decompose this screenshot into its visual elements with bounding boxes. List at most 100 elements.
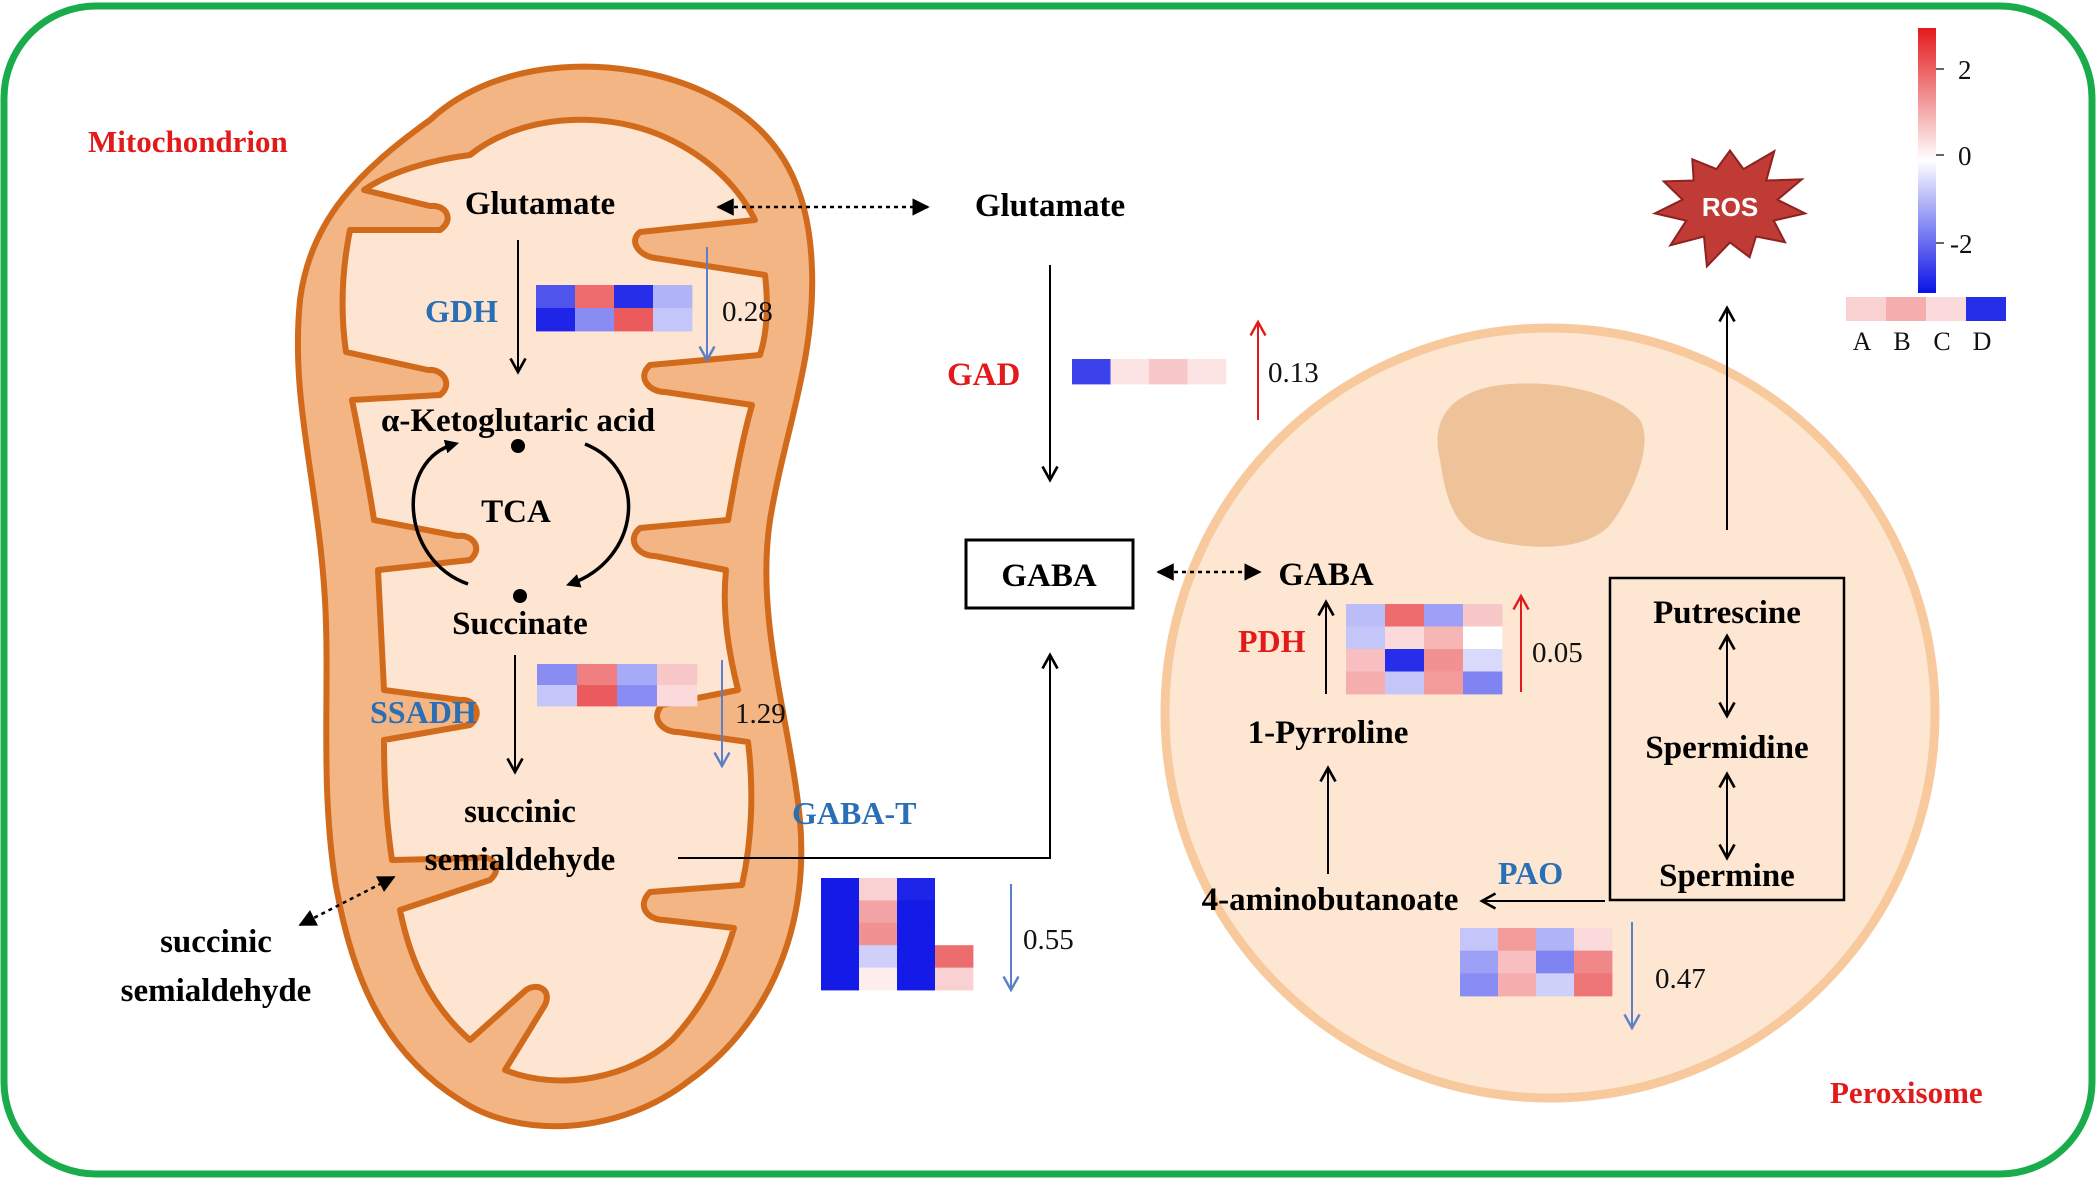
tca-cycle-arrow-left (411, 439, 469, 586)
tca-dot-bottom (513, 589, 527, 603)
heatmap-gad (1072, 359, 1227, 385)
heatmap-cell (1463, 604, 1503, 627)
heatmap-cell (1536, 928, 1575, 952)
node-ssa-out-line1: succinic (160, 924, 272, 960)
heatmap-cell (897, 945, 936, 968)
heatmap-ssadh (537, 664, 698, 707)
node-putrescine: Putrescine (1653, 595, 1801, 631)
arrow-ssa-exchange (298, 875, 396, 927)
heatmap-cell (859, 967, 898, 991)
heatmap-cell (1346, 604, 1386, 627)
legend-swatch (1966, 297, 2006, 321)
heatmap-cell (859, 878, 898, 901)
polyamine-box (1608, 576, 1846, 902)
heatmap-cell (575, 285, 615, 309)
heatmap-cell (536, 285, 576, 309)
node-aminobutanoate: 4-aminobutanoate (1202, 882, 1459, 918)
heatmap-pao (1460, 928, 1613, 997)
nucleus-shape (1437, 383, 1645, 547)
heatmap-cell (1460, 950, 1499, 974)
node-gaba-perox: GABA (1278, 557, 1374, 593)
heatmap-cell (1574, 973, 1613, 997)
heatmap-cell (537, 685, 578, 707)
enzyme-ssadh: SSADH (370, 694, 477, 730)
heatmap-cell (1072, 359, 1111, 385)
enzyme-gad: GAD (947, 357, 1020, 393)
value-gad: 0.13 (1268, 357, 1319, 389)
heatmap-cell (859, 900, 898, 924)
heatmap-cell (1498, 973, 1537, 997)
heatmap-pdh (1346, 604, 1503, 695)
enzyme-gaba-t: GABA-T (792, 795, 916, 831)
node-spermidine: Spermidine (1645, 730, 1808, 766)
heatmap-cell (821, 878, 860, 901)
heatmap-cell (859, 945, 898, 968)
heatmap-cell (1463, 671, 1503, 695)
legend-sample-b: B (1893, 327, 1910, 356)
heatmap-cell (935, 945, 974, 968)
heatmap-cell (1574, 928, 1613, 952)
node-ssa-out-line2: semialdehyde (121, 973, 312, 1009)
heatmap-cell (935, 878, 974, 901)
peroxisome-body (1160, 323, 1940, 1103)
heatmap-gaba-t (821, 878, 974, 991)
heatmap-cell (1536, 973, 1575, 997)
heatmap-cell (859, 922, 898, 946)
legend-sample-swatches (1846, 297, 2006, 321)
heatmap-cell (1385, 649, 1425, 672)
value-pdh: 0.05 (1532, 637, 1583, 669)
heatmap-cell (821, 900, 860, 924)
node-spermine: Spermine (1659, 858, 1795, 894)
legend-swatch (1846, 297, 1886, 321)
heatmap-cell (1460, 928, 1499, 952)
node-pyrroline: 1-Pyrroline (1248, 715, 1409, 751)
gaba-box (964, 538, 1135, 610)
node-glutamate-cyto: Glutamate (975, 188, 1125, 224)
heatmap-cell (657, 685, 698, 707)
heatmap-cell (1498, 950, 1537, 974)
value-gdh: 0.28 (722, 296, 773, 328)
heatmap-cell (1187, 359, 1227, 385)
heatmap-cell (614, 285, 654, 309)
heatmap-cell (821, 922, 860, 946)
heatmap-cell (935, 967, 974, 991)
colorbar-label-mid: 0 (1958, 141, 1972, 171)
heatmap-cell (1385, 671, 1425, 695)
node-succinate: Succinate (452, 606, 588, 642)
color-legend: 2 0 -2 A B C D (1846, 28, 2006, 356)
value-pao: 0.47 (1655, 963, 1706, 995)
legend-swatch (1886, 297, 1926, 321)
heatmap-cell (617, 685, 658, 707)
heatmap-cell (617, 664, 658, 686)
heatmap-cell (1536, 950, 1575, 974)
legend-sample-c: C (1933, 327, 1950, 356)
enzyme-gdh: GDH (425, 293, 498, 329)
heatmap-cell (536, 308, 576, 332)
mito-inner-membrane (339, 116, 770, 1084)
colorbar (1918, 28, 1936, 293)
heatmap-cell (1574, 950, 1613, 974)
heatmap-cell (537, 664, 578, 686)
node-akg: α-Ketoglutaric acid (381, 403, 655, 439)
heatmap-cell (1346, 626, 1386, 650)
legend-swatch (1926, 297, 1966, 321)
enzyme-pdh: PDH (1238, 623, 1306, 659)
node-tca: TCA (481, 494, 551, 530)
value-gaba-t: 0.55 (1023, 924, 1074, 956)
heatmap-cell (1463, 626, 1503, 650)
label-mitochondrion: Mitochondrion (88, 124, 288, 159)
value-ssadh: 1.29 (735, 698, 786, 730)
enzyme-pao: PAO (1498, 855, 1563, 891)
heatmap-cell (653, 285, 693, 309)
label-peroxisome: Peroxisome (1830, 1075, 1983, 1110)
colorbar-label-bottom: -2 (1950, 229, 1973, 259)
heatmap-cell (1424, 626, 1464, 650)
heatmap-cell (821, 967, 860, 991)
node-ros: ROS (1702, 192, 1758, 222)
peroxisome (1160, 323, 1940, 1103)
mitochondrion (294, 63, 816, 1130)
heatmap-cell (821, 945, 860, 968)
